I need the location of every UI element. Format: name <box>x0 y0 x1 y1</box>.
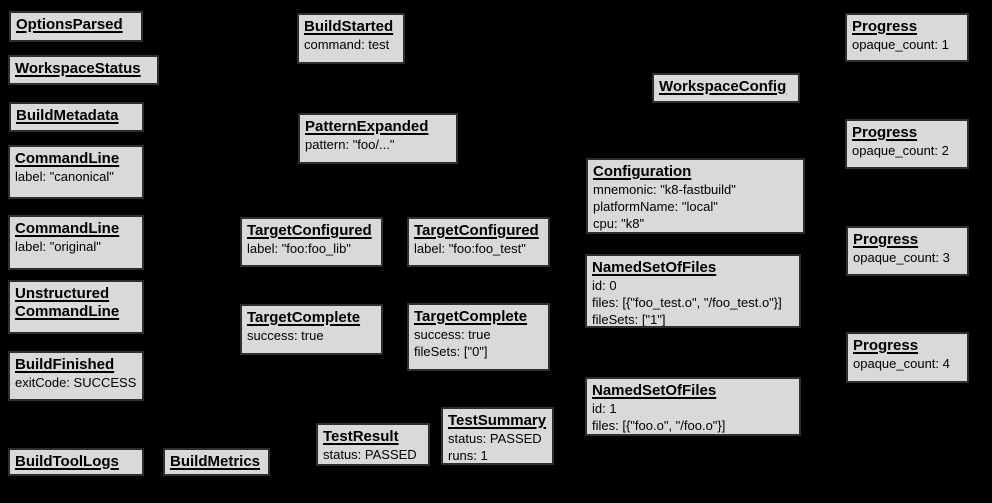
event-field: id: 0 <box>592 278 617 293</box>
event-box-named-set-of-files-0: NamedSetOfFiles id: 0 files: [{"foo_test.o… <box>585 254 801 328</box>
event-box-target-configured-foo-test: TargetConfigured label: "foo:foo_test" <box>407 217 550 267</box>
event-box-test-result: TestResult status: PASSED <box>316 423 430 466</box>
event-title: BuildToolLogs <box>15 453 119 470</box>
event-box-build-finished: BuildFinished exitCode: SUCCESS <box>8 351 144 401</box>
event-box-target-complete-foo-lib: TargetComplete success: true <box>240 304 383 355</box>
event-field: label: "foo:foo_test" <box>414 241 526 256</box>
event-field: cpu: "k8" <box>593 216 645 231</box>
event-title: Progress <box>853 231 919 248</box>
event-field: command: test <box>304 37 390 52</box>
event-field: success: true <box>414 327 491 342</box>
event-title: BuildMetadata <box>16 107 119 124</box>
event-box-command-line-original: CommandLine label: "original" <box>8 215 144 270</box>
event-field: files: [{"foo.o", "/foo.o"}] <box>592 418 726 433</box>
event-box-build-metrics: BuildMetrics <box>163 448 270 476</box>
event-field: status: PASSED <box>448 431 542 446</box>
event-box-pattern-expanded: PatternExpanded pattern: "foo/..." <box>298 113 458 164</box>
event-box-options-parsed: OptionsParsed <box>9 11 143 42</box>
event-field: opaque_count: 2 <box>852 143 949 158</box>
event-title: NamedSetOfFiles <box>592 382 717 399</box>
event-field: status: PASSED <box>323 447 417 462</box>
event-field: label: "canonical" <box>15 169 114 184</box>
event-field: pattern: "foo/..." <box>305 137 395 152</box>
event-title: BuildMetrics <box>170 453 261 470</box>
event-box-workspace-config: WorkspaceConfig <box>652 73 800 103</box>
event-field: label: "foo:foo_lib" <box>247 241 351 256</box>
event-title: WorkspaceStatus <box>15 60 141 77</box>
event-field: fileSets: ["1"] <box>592 312 666 327</box>
event-title: Configuration <box>593 163 692 180</box>
event-title: OptionsParsed <box>16 16 123 33</box>
event-box-progress-2: Progress opaque_count: 2 <box>845 119 969 169</box>
event-field: runs: 1 <box>448 448 488 463</box>
event-field: opaque_count: 4 <box>853 356 950 371</box>
event-title: BuildFinished <box>15 356 115 373</box>
event-title: TestSummary <box>448 412 547 429</box>
event-box-target-complete-foo-test: TargetComplete success: true fileSets: ["0… <box>407 303 550 371</box>
event-box-target-configured-foo-lib: TargetConfigured label: "foo:foo_lib" <box>240 217 383 267</box>
event-box-progress-1: Progress opaque_count: 1 <box>845 13 969 62</box>
event-title: TargetComplete <box>414 308 528 325</box>
event-field: opaque_count: 3 <box>853 250 950 265</box>
event-title: Unstructured <box>15 285 110 302</box>
event-title: Progress <box>852 18 918 35</box>
event-box-configuration: Configuration mnemonic: "k8-fastbuild" pla… <box>586 158 805 234</box>
event-field: fileSets: ["0"] <box>414 344 488 359</box>
event-title: BuildStarted <box>304 18 394 35</box>
event-box-workspace-status: WorkspaceStatus <box>8 55 159 85</box>
event-field: mnemonic: "k8-fastbuild" <box>593 182 736 197</box>
event-title: Progress <box>852 124 918 141</box>
event-box-build-metadata: BuildMetadata <box>9 102 144 132</box>
event-field: opaque_count: 1 <box>852 37 949 52</box>
event-box-command-line-canonical: CommandLine label: "canonical" <box>8 145 144 199</box>
event-title: TargetConfigured <box>247 222 372 239</box>
event-box-progress-4: Progress opaque_count: 4 <box>846 332 969 383</box>
event-title: Progress <box>853 337 919 354</box>
event-title: TargetComplete <box>247 309 361 326</box>
event-field: id: 1 <box>592 401 617 416</box>
event-field: exitCode: SUCCESS <box>15 375 137 390</box>
event-box-build-tool-logs: BuildToolLogs <box>8 448 144 476</box>
event-field: label: "original" <box>15 239 101 254</box>
event-title: CommandLine <box>15 220 120 237</box>
event-box-progress-3: Progress opaque_count: 3 <box>846 226 969 276</box>
event-field: platformName: "local" <box>593 199 718 214</box>
event-title: TestResult <box>323 428 399 445</box>
event-title: CommandLine <box>15 303 120 320</box>
event-title: TargetConfigured <box>414 222 539 239</box>
event-field: files: [{"foo_test.o", "/foo_test.o"}] <box>592 295 782 310</box>
event-title: NamedSetOfFiles <box>592 259 717 276</box>
event-title: PatternExpanded <box>305 118 429 135</box>
event-box-test-summary: TestSummary status: PASSED runs: 1 <box>441 407 554 465</box>
event-title: CommandLine <box>15 150 120 167</box>
event-title: WorkspaceConfig <box>659 78 787 95</box>
event-box-named-set-of-files-1: NamedSetOfFiles id: 1 files: [{"foo.o", "/… <box>585 377 801 436</box>
event-box-build-started: BuildStarted command: test <box>297 13 405 64</box>
event-field: success: true <box>247 328 324 343</box>
